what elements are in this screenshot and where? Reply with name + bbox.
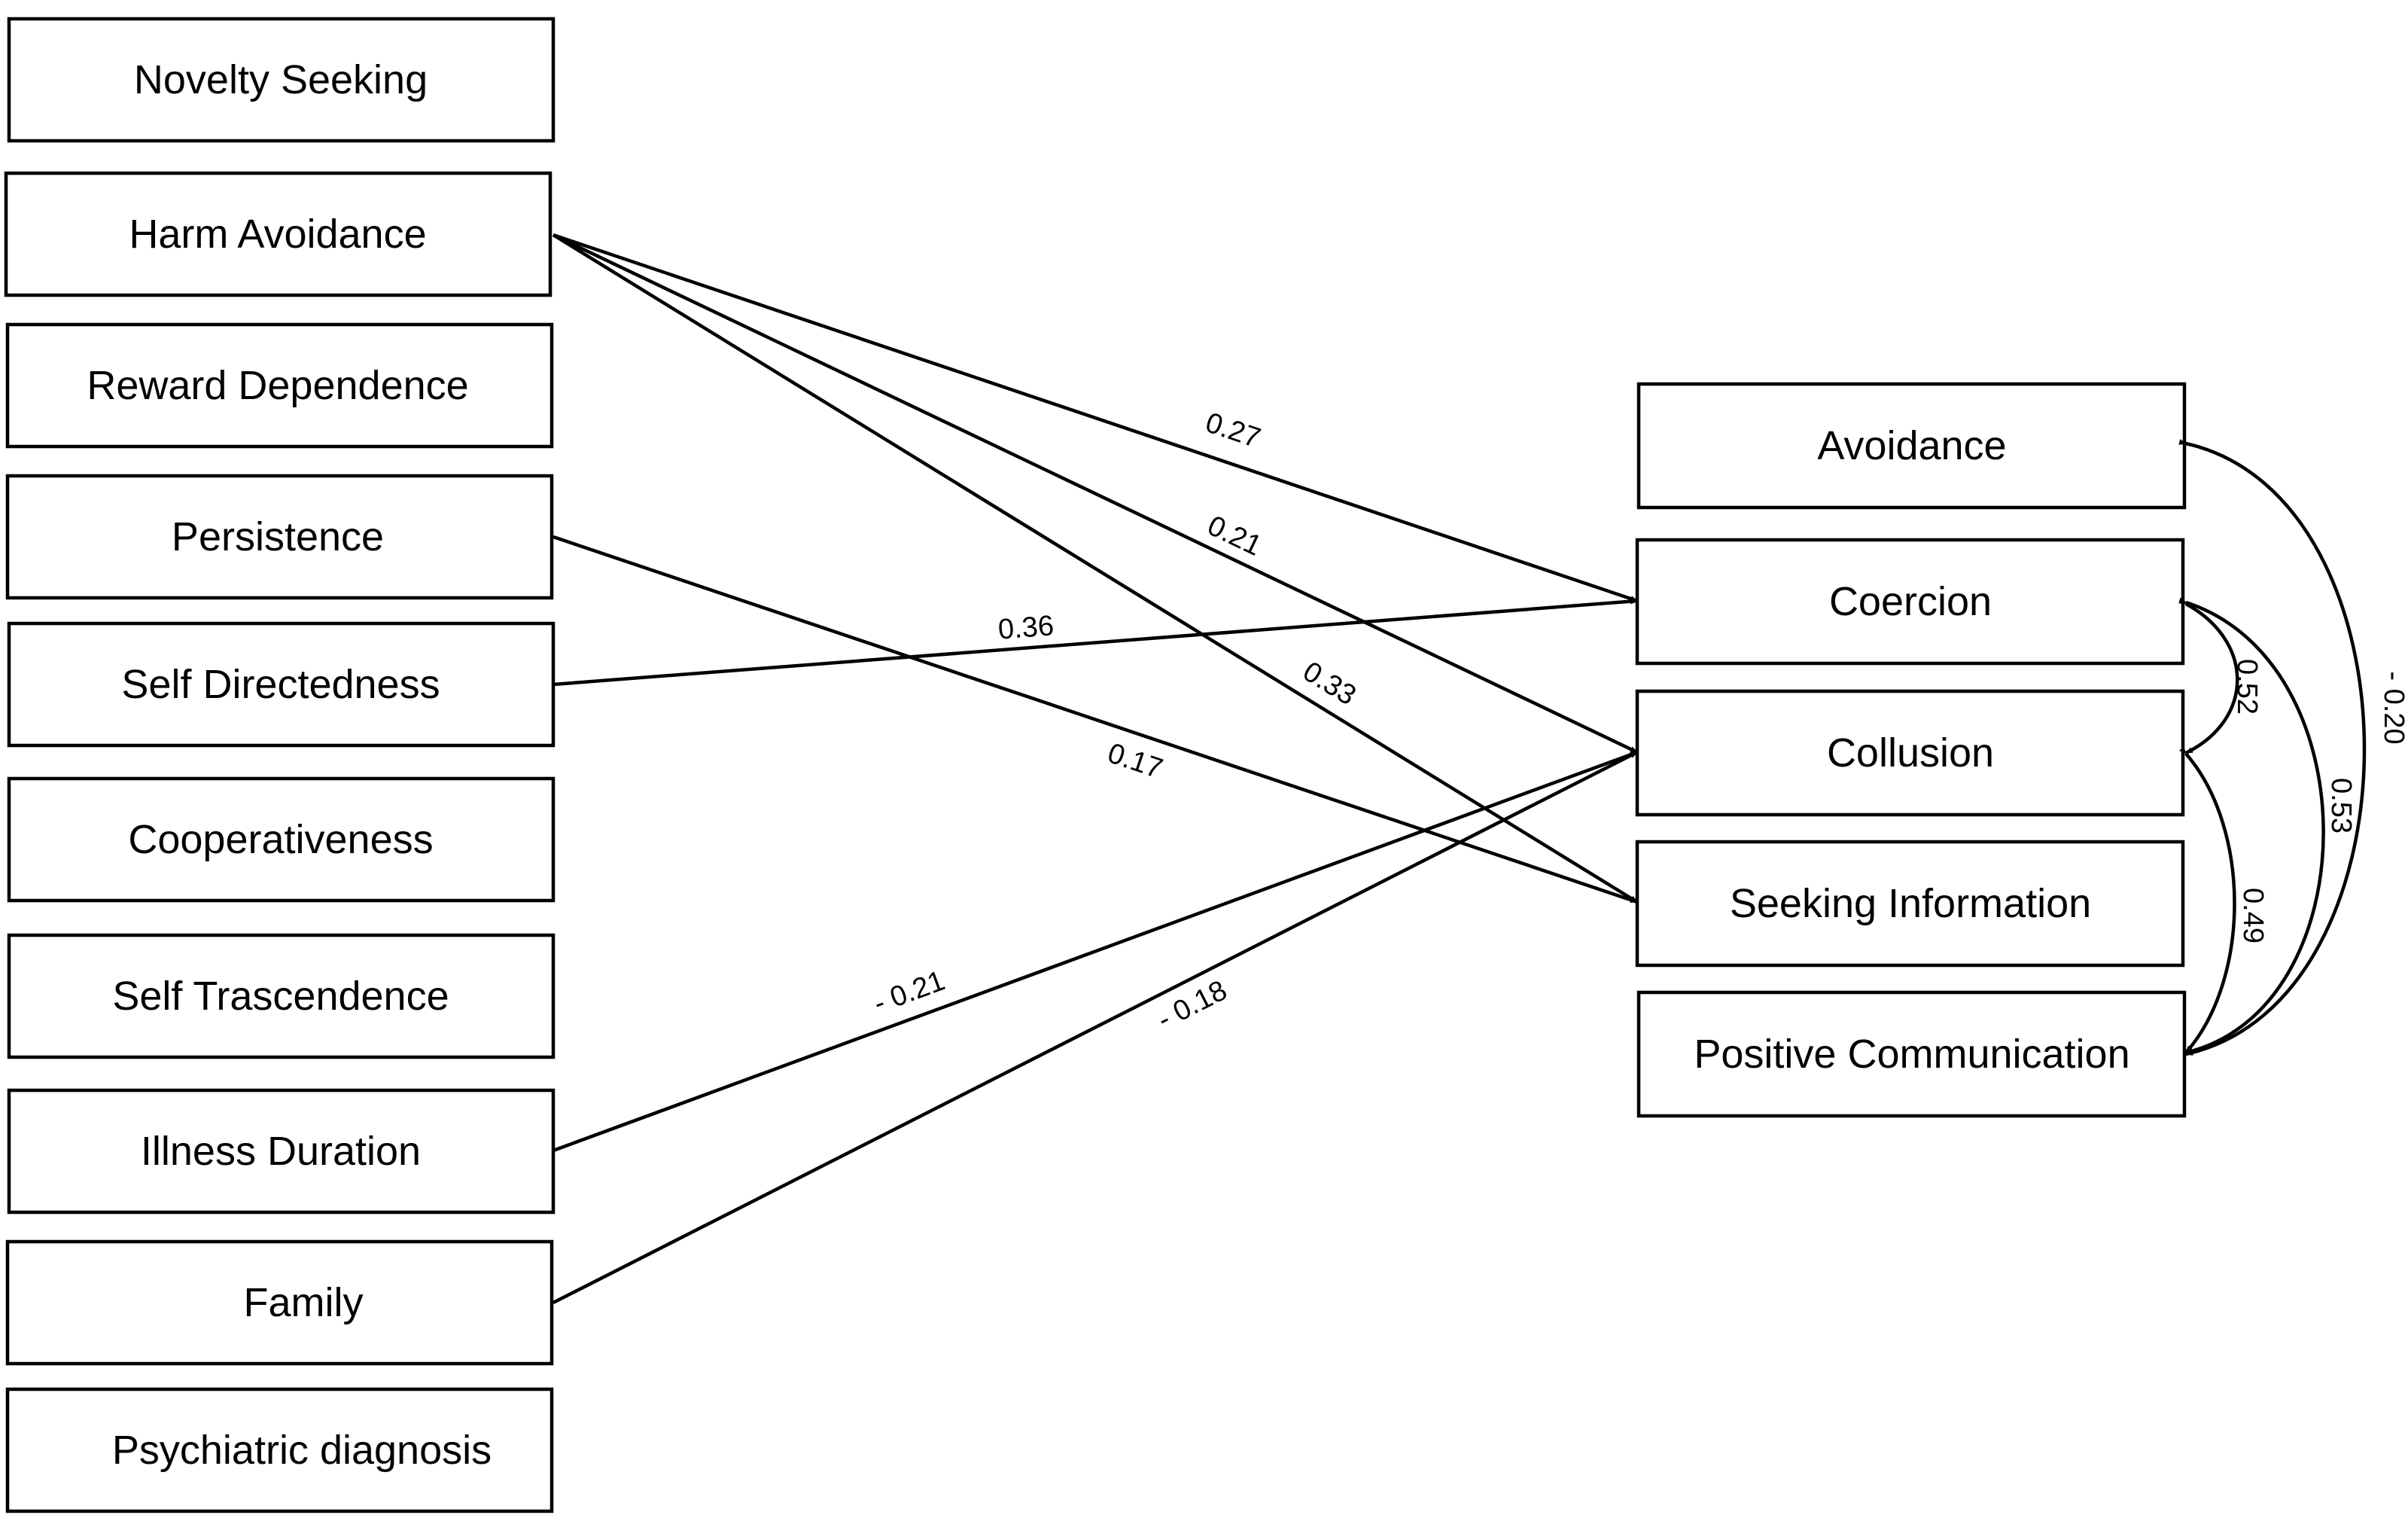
coef-avoidance-positive-communication: - 0.20 xyxy=(2378,671,2408,744)
box-cooperativeness: Cooperativeness xyxy=(7,776,556,903)
coef-illness-duration-collusion: - 0.21 xyxy=(869,965,949,1020)
coef-persistence-seeking-information: 0.17 xyxy=(1104,737,1167,785)
corr-coercion-collusion xyxy=(2178,598,2239,755)
box-coercion: Coercion xyxy=(1635,538,2185,666)
label-family: Family xyxy=(244,1280,364,1325)
box-family: Family xyxy=(5,1239,554,1366)
label-positive-communication: Positive Communication xyxy=(1694,1032,2129,1077)
label-persistence: Persistence xyxy=(172,514,384,559)
box-psychiatric-diagnosis: Psychiatric diagnosis xyxy=(5,1387,554,1513)
box-avoidance: Avoidance xyxy=(1636,382,2187,510)
box-positive-communication: Positive Communication xyxy=(1636,990,2187,1118)
coef-harm-avoidance-seeking-information: 0.33 xyxy=(1297,656,1361,712)
path-illness-duration-collusion xyxy=(553,750,1638,1153)
box-seeking-information: Seeking Information xyxy=(1635,840,2185,968)
label-self-trascendence: Self Trascendence xyxy=(112,974,449,1019)
label-avoidance: Avoidance xyxy=(1817,423,2006,468)
box-reward-dependence: Reward Dependence xyxy=(5,322,554,449)
label-collusion: Collusion xyxy=(1827,730,1994,776)
box-persistence: Persistence xyxy=(5,474,554,600)
coef-harm-avoidance-collusion: 0.21 xyxy=(1203,510,1267,562)
path-persistence-seeking-information xyxy=(553,535,1638,904)
box-harm-avoidance: Harm Avoidance xyxy=(4,171,553,297)
label-psychiatric-diagnosis: Psychiatric diagnosis xyxy=(112,1428,492,1473)
label-coercion: Coercion xyxy=(1829,579,1992,624)
corr-collusion-positive-communication xyxy=(2179,746,2236,1054)
coef-self-directedness-coercion: 0.36 xyxy=(997,610,1055,646)
coef-coercion-positive-communication: 0.53 xyxy=(2325,778,2357,834)
label-cooperativeness: Cooperativeness xyxy=(128,817,433,862)
box-self-directedness: Self Directedness xyxy=(7,621,556,748)
label-novelty-seeking: Novelty Seeking xyxy=(134,57,428,102)
coef-collusion-positive-communication: 0.49 xyxy=(2237,888,2269,943)
label-illness-duration: Illness Duration xyxy=(141,1129,421,1174)
coef-coercion-collusion: 0.52 xyxy=(2231,659,2263,715)
coef-harm-avoidance-coercion: 0.27 xyxy=(1201,407,1265,454)
path-family-collusion xyxy=(552,750,1639,1305)
corr-avoidance-positive-communication xyxy=(2178,439,2367,1056)
label-harm-avoidance: Harm Avoidance xyxy=(129,212,426,257)
box-self-trascendence: Self Trascendence xyxy=(7,933,556,1059)
coef-family-collusion: - 0.18 xyxy=(1152,974,1232,1036)
box-illness-duration: Illness Duration xyxy=(7,1088,556,1215)
path-harm-avoidance-collusion xyxy=(553,233,1638,754)
label-self-directedness: Self Directedness xyxy=(121,662,440,707)
path-harm-avoidance-seeking-information xyxy=(552,233,1639,904)
box-novelty-seeking: Novelty Seeking xyxy=(7,17,556,143)
label-seeking-information: Seeking Information xyxy=(1730,881,2091,926)
path-self-directedness-coercion xyxy=(553,598,1638,687)
path-harm-avoidance-coercion xyxy=(553,233,1638,603)
box-collusion: Collusion xyxy=(1635,689,2185,817)
corr-coercion-positive-communication xyxy=(2178,597,2325,1055)
label-reward-dependence: Reward Dependence xyxy=(87,363,468,408)
